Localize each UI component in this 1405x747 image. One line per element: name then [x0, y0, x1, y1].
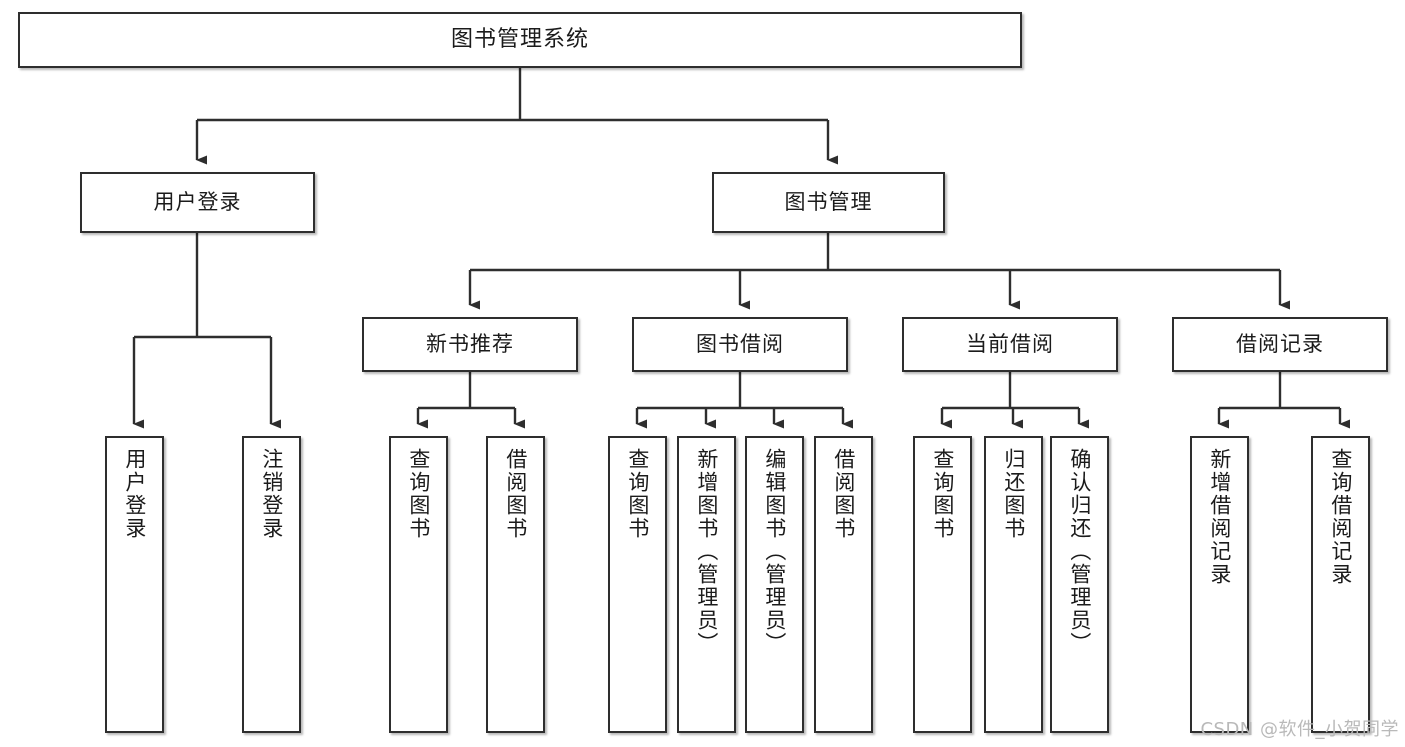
node-root[interactable]: 图书管理系统 [18, 12, 1022, 68]
node-borrow-record[interactable]: 借阅记录 [1172, 317, 1388, 372]
node-current-borrow-label: 当前借阅 [966, 331, 1054, 356]
leaf-user-logout-label: 注销登录 [259, 448, 284, 540]
leaf-current-confirm-return-admin[interactable]: 确认归还（管理员） [1050, 436, 1109, 733]
leaf-borrow-borrow-book[interactable]: 借阅图书 [814, 436, 873, 733]
node-new-book-recommend-label: 新书推荐 [426, 331, 514, 356]
leaf-newbook-query-book-label: 查询图书 [406, 448, 431, 540]
leaf-record-query-record[interactable]: 查询借阅记录 [1311, 436, 1370, 733]
leaf-current-confirm-return-admin-label: 确认归还（管理员） [1067, 448, 1092, 655]
node-book-management[interactable]: 图书管理 [712, 172, 945, 233]
leaf-record-add-record-label: 新增借阅记录 [1207, 448, 1232, 586]
leaf-newbook-borrow-book[interactable]: 借阅图书 [486, 436, 545, 733]
node-book-borrow-label: 图书借阅 [696, 331, 784, 356]
leaf-borrow-query-book-label: 查询图书 [625, 448, 650, 540]
node-root-label: 图书管理系统 [450, 26, 589, 52]
csdn-watermark: CSDN @软件_小贺同学 [1200, 719, 1399, 740]
leaf-newbook-borrow-book-label: 借阅图书 [503, 448, 528, 540]
leaf-current-return-book-label: 归还图书 [1001, 448, 1026, 540]
leaf-borrow-add-book-admin-label: 新增图书（管理员） [694, 448, 719, 655]
node-current-borrow[interactable]: 当前借阅 [902, 317, 1118, 372]
node-book-borrow[interactable]: 图书借阅 [632, 317, 848, 372]
leaf-current-return-book[interactable]: 归还图书 [984, 436, 1043, 733]
leaf-user-login[interactable]: 用户登录 [105, 436, 164, 733]
leaf-record-add-record[interactable]: 新增借阅记录 [1190, 436, 1249, 733]
leaf-user-login-label: 用户登录 [122, 448, 147, 540]
leaf-borrow-query-book[interactable]: 查询图书 [608, 436, 667, 733]
node-new-book-recommend[interactable]: 新书推荐 [362, 317, 578, 372]
leaf-borrow-borrow-book-label: 借阅图书 [831, 448, 856, 540]
node-borrow-record-label: 借阅记录 [1236, 331, 1324, 356]
leaf-current-query-book-label: 查询图书 [930, 448, 955, 540]
leaf-current-query-book[interactable]: 查询图书 [913, 436, 972, 733]
leaf-borrow-edit-book-admin-label: 编辑图书（管理员） [762, 448, 787, 655]
node-book-management-label: 图书管理 [784, 189, 873, 214]
leaf-borrow-add-book-admin[interactable]: 新增图书（管理员） [677, 436, 736, 733]
node-user-login-label: 用户登录 [153, 189, 242, 214]
leaf-newbook-query-book[interactable]: 查询图书 [389, 436, 448, 733]
leaf-borrow-edit-book-admin[interactable]: 编辑图书（管理员） [745, 436, 804, 733]
leaf-user-logout[interactable]: 注销登录 [242, 436, 301, 733]
leaf-record-query-record-label: 查询借阅记录 [1328, 448, 1353, 586]
node-user-login[interactable]: 用户登录 [80, 172, 315, 233]
